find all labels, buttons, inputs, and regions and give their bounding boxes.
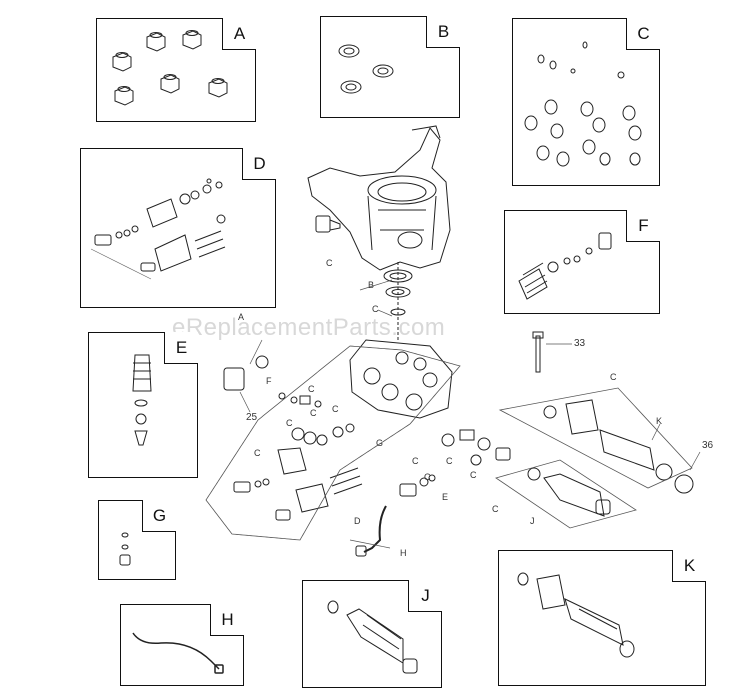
callout-33: 33 [574,338,586,349]
kit-k-parts [517,572,635,658]
callout-c: C [332,404,339,414]
kit-j-label: J [408,580,442,612]
kit-c-parts [524,41,642,167]
kit-g-panel: G [98,500,176,580]
kit-e-label: E [164,332,198,364]
callout-36: 36 [702,440,714,451]
kit-j-panel: J [302,580,442,688]
kit-h-label: H [210,604,244,636]
callout-c: C [446,456,453,466]
kit-d-panel: D [80,148,276,308]
callout-c: C [610,372,617,382]
kit-b-panel: B [320,16,460,118]
kit-d-parts [90,178,226,280]
callout-f: F [266,376,272,386]
kit-a-label: A [222,18,256,50]
callout-d: D [354,516,361,526]
kit-b-parts [338,44,394,94]
callout-c: C [372,304,379,314]
kit-f-label: F [626,210,660,242]
callout-b: B [368,280,375,290]
callout-c: C [470,470,477,480]
callout-g: G [376,438,384,448]
kit-e-parts [132,354,152,446]
callout-c: C [492,504,499,514]
kit-b-label: B [426,16,460,48]
kit-d-label: D [242,148,276,180]
callout-c: C [424,472,431,482]
kit-c-label: C [626,18,660,50]
kit-h-panel: H [120,604,244,686]
callout-c: C [308,384,315,394]
kit-j-parts [327,600,418,674]
kit-g-label: G [142,500,176,532]
kit-k-label: K [672,550,706,582]
watermark: eReplacementParts.com [172,314,446,341]
callout-c: C [412,456,419,466]
kit-a-parts [112,30,228,106]
kit-g-parts [119,532,131,566]
kit-k-panel: K [498,550,706,686]
kit-f-panel: F [504,210,660,314]
callout-25: 25 [246,412,258,423]
kit-a-panel: A [96,18,256,122]
kit-c-panel: C [512,18,660,186]
kit-f-parts [518,232,612,300]
callout-c: C [286,418,293,428]
callout-c: C [310,408,317,418]
callout-k: K [656,416,663,426]
callout-c: C [254,448,261,458]
callout-j: J [530,516,535,526]
kit-h-parts [132,632,224,674]
callout-a: A [238,312,245,322]
callout-e: E [442,492,449,502]
kit-e-panel: E [88,332,198,478]
callout-c: C [326,258,333,268]
callout-h: H [400,548,407,558]
